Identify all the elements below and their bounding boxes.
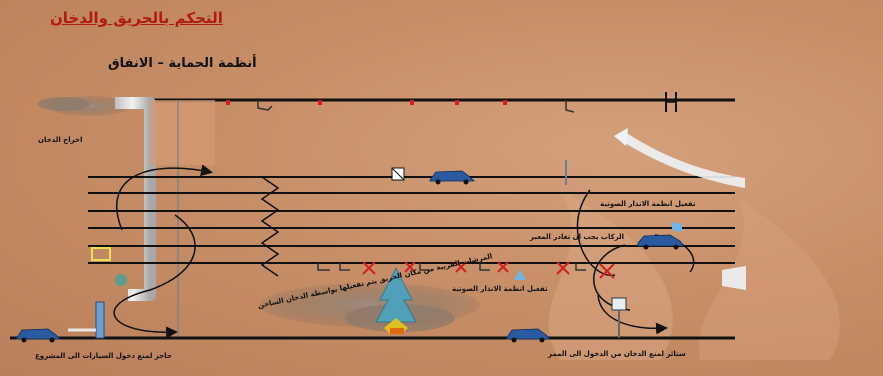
sprinkler-pipe-icon [419, 263, 430, 271]
fan-icon [391, 167, 405, 181]
light-icon [91, 247, 111, 261]
label-vehicle-barrier: حاجز لمنع دخول السيارات الى المشروع [35, 352, 172, 360]
exhaust-stack-icon [115, 97, 156, 301]
x-mark-icon [497, 261, 509, 273]
sprinkler-pipe-icon [575, 263, 586, 271]
ceiling-nozzle-icon [257, 100, 273, 111]
fresh-air-jet-icon [614, 128, 628, 146]
lane-sprinklers [317, 261, 615, 280]
airflow-arrow-icon [576, 189, 616, 276]
ceiling-nozzle-icon [565, 100, 575, 113]
smoke-detector-icon [611, 297, 627, 338]
sprinkler-head-icon [503, 100, 507, 105]
fresh-air-jet-icon [722, 266, 746, 290]
label-alarm-activation-right: تفعيل انظمة الانذار الصوتية [600, 200, 696, 208]
water-spray-icon [514, 270, 526, 280]
sprinkler-head-icon [455, 100, 459, 105]
fan-icon [115, 274, 127, 286]
page-title: التحكم بالحريق والدخان [50, 9, 223, 27]
sprinkler-pipe-icon [317, 263, 330, 271]
car-icon [505, 328, 551, 343]
label-smoke-exhaust: اخراج الدخان [38, 136, 83, 144]
fire-icon [375, 267, 417, 334]
x-mark-icon [404, 261, 416, 273]
sprinkler-head-icon [226, 100, 230, 105]
airflow-arrow-icon [113, 214, 196, 339]
sprinkler-pipe-icon [479, 263, 490, 271]
x-mark-icon [556, 261, 570, 275]
airflow-arrow-icon [116, 164, 213, 231]
speaker-icon [672, 222, 682, 232]
label-alarm-activation-center: تفعيل انظمة الانذار الصوتية [452, 285, 548, 293]
background-flame-icon [699, 200, 840, 360]
zigzag-fan-icon [260, 176, 280, 277]
car-icon [15, 328, 61, 343]
car-icon [637, 234, 685, 250]
smoke-icon [38, 97, 90, 111]
ceiling-damper-icon [665, 92, 677, 112]
sprinkler-head-icon [410, 100, 414, 105]
label-smoke-curtain: ستائر لمنع الدخان من الدخول الى الممر [548, 350, 686, 358]
x-mark-icon [599, 263, 615, 279]
barrier-post-icon [68, 301, 105, 339]
label-must-leave: الركاب يجب ان تغادر المعبر [530, 233, 625, 241]
car-icon [429, 170, 475, 185]
lane-lines [88, 176, 735, 264]
sprinkler-head-icon [318, 100, 322, 105]
sprinkler-pipe-icon [339, 263, 350, 271]
x-mark-icon [362, 261, 376, 275]
page-subtitle: أنظمة الحماية – الانفاق [108, 56, 257, 71]
fresh-air-jet-icon [620, 132, 745, 188]
shaft-panel [150, 100, 215, 165]
x-mark-icon [455, 261, 467, 273]
ceiling-sprinklers [226, 100, 575, 113]
